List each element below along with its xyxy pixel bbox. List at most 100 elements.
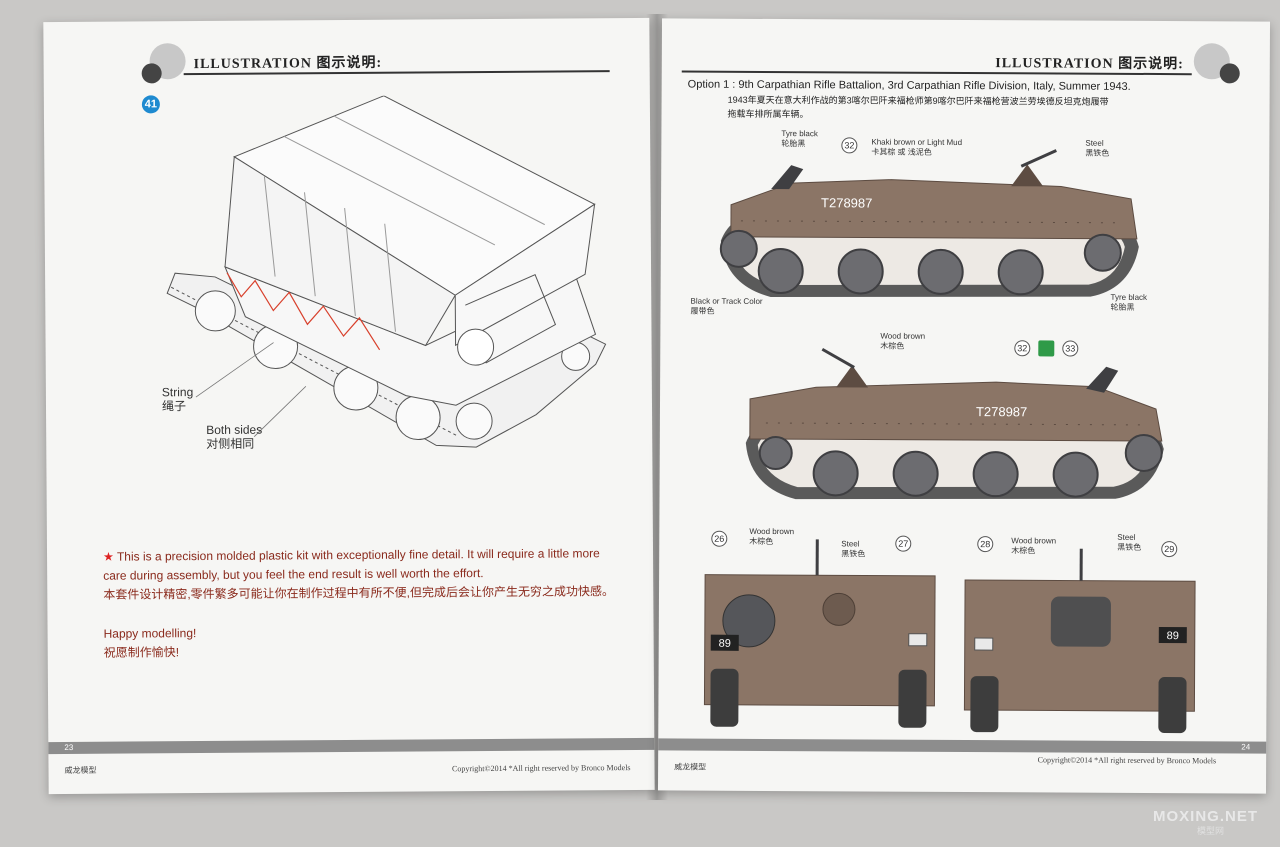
notes-en-text: This is a precision molded plastic kit w… bbox=[103, 546, 600, 583]
road-wheel bbox=[757, 248, 804, 295]
string-leader-line bbox=[195, 342, 274, 398]
road-wheel bbox=[395, 395, 441, 441]
string-label-cn: 绳子 bbox=[161, 399, 187, 414]
paint-label-rear-steel2: Steel 黑铁色 bbox=[1117, 533, 1141, 553]
assembly-notes: ★ This is a precision molded plastic kit… bbox=[103, 544, 624, 663]
right-tyre bbox=[898, 669, 927, 728]
footer-copyright: Copyright©2014 *All right reserved by Br… bbox=[452, 763, 631, 774]
rear-steel2-cn: 黑铁色 bbox=[1117, 542, 1142, 552]
gun-mount bbox=[836, 365, 869, 388]
interior-wheel bbox=[457, 328, 495, 366]
site-watermark: MOXING.NET bbox=[1152, 808, 1258, 825]
flag-decal bbox=[908, 633, 928, 647]
road-wheel bbox=[194, 290, 236, 332]
paint-label-wood: Wood brown 木棕色 bbox=[880, 332, 925, 352]
page-number: 24 bbox=[1241, 742, 1251, 752]
rear-wood2-cn: 木棕色 bbox=[1011, 546, 1036, 556]
radiator-grille bbox=[1050, 596, 1111, 647]
wood-en: Wood brown bbox=[880, 331, 926, 341]
callout-number: 26 bbox=[711, 530, 728, 547]
gun-barrel bbox=[821, 347, 855, 369]
page-header-title: ILLUSTRATION 图示说明: bbox=[193, 55, 383, 73]
site-watermark-sub: 模型网 bbox=[1196, 826, 1224, 836]
wood-cn: 木棕色 bbox=[880, 341, 905, 351]
callout-number: 27 bbox=[895, 535, 912, 552]
road-wheel bbox=[837, 248, 884, 295]
canopy-side bbox=[224, 155, 456, 347]
callout-number: 29 bbox=[1161, 541, 1178, 558]
decor-circle-dark bbox=[141, 63, 162, 84]
front-shield bbox=[771, 165, 804, 190]
road-wheel bbox=[892, 450, 939, 497]
vehicle-side-view-left: T278987 bbox=[719, 149, 1139, 297]
callout-number: 28 bbox=[977, 536, 994, 553]
hull-outline bbox=[224, 265, 597, 406]
polish-insignia-icon bbox=[1038, 340, 1055, 357]
tyre-black-bottom-en: Tyre black bbox=[1110, 292, 1148, 302]
road-wheel bbox=[812, 450, 859, 497]
gun-barrel bbox=[1020, 149, 1057, 168]
road-wheel bbox=[917, 248, 964, 295]
star-icon: ★ bbox=[102, 549, 114, 564]
road-wheel bbox=[1052, 451, 1099, 498]
footer-bar bbox=[658, 738, 1267, 754]
khaki-cn: 卡其棕 或 浅泥色 bbox=[871, 147, 932, 157]
plate-background bbox=[1158, 627, 1187, 644]
left-page: ILLUSTRATION 图示说明: 41 bbox=[43, 17, 655, 795]
paint-label-tyre-black-bottom: Tyre black 轮胎黑 bbox=[1110, 293, 1147, 313]
vehicle-rear-view-left: 89 bbox=[703, 539, 936, 728]
paint-label-rear-wood1: Wood brown 木棕色 bbox=[749, 527, 794, 547]
callout-number: 33 bbox=[1062, 340, 1079, 357]
paint-label-khaki: Khaki brown or Light Mud 卡其棕 或 浅泥色 bbox=[871, 138, 962, 158]
paint-label-tyre-black-top: Tyre black 轮胎黑 bbox=[781, 129, 818, 149]
footer-brand: 威龙模型 bbox=[674, 762, 707, 772]
paint-label-rear-steel1: Steel 黑铁色 bbox=[841, 539, 865, 559]
track-cn: 履带色 bbox=[690, 306, 715, 316]
rear-shield bbox=[1086, 366, 1119, 393]
steel-top-cn: 黑铁色 bbox=[1085, 148, 1110, 158]
idler-wheel bbox=[758, 436, 793, 471]
string-label: String 绳子 bbox=[162, 385, 194, 413]
rear-wood1-en: Wood brown bbox=[749, 526, 795, 537]
tyre-black-bottom-cn: 轮胎黑 bbox=[1110, 302, 1135, 312]
rear-wood1-cn: 木棕色 bbox=[749, 536, 774, 547]
vehicle-serial: T278987 bbox=[976, 404, 1027, 419]
rear-wood2-en: Wood brown bbox=[1011, 536, 1057, 546]
road-wheel bbox=[972, 451, 1019, 498]
front-frame bbox=[465, 274, 557, 364]
track-en: Black or Track Color bbox=[690, 296, 763, 306]
rear-steel1-cn: 黑铁色 bbox=[841, 549, 866, 559]
tyre-black-top-cn: 轮胎黑 bbox=[781, 139, 806, 149]
vehicle-side-view-right: T278987 bbox=[745, 347, 1164, 500]
drive-sprocket bbox=[1124, 433, 1163, 472]
both-sides-label-en: Both sides bbox=[206, 422, 263, 437]
right-page: ILLUSTRATION 图示说明: Option 1 : 9th Carpat… bbox=[657, 18, 1271, 794]
hull bbox=[730, 179, 1138, 240]
both-sides-leader-line bbox=[253, 386, 307, 437]
notes-cn: 本套件设计精密,零件繁多可能让你在制作过程中有所不便,但完成后会让你产生无穷之成… bbox=[103, 584, 615, 602]
gun-mount bbox=[1011, 164, 1044, 187]
khaki-en: Khaki brown or Light Mud bbox=[871, 137, 963, 147]
vehicle-rear-view-right: 89 bbox=[963, 548, 1196, 734]
road-wheel bbox=[997, 249, 1044, 296]
idler-wheel bbox=[1083, 233, 1122, 272]
footer-brand: 威龙模型 bbox=[64, 765, 97, 775]
string-label-en: String bbox=[161, 385, 194, 400]
option-title: Option 1 : 9th Carpathian Rifle Battalio… bbox=[687, 78, 1131, 93]
decor-circle-dark bbox=[1219, 63, 1240, 84]
vehicle-serial: T278987 bbox=[821, 195, 872, 210]
rear-steel1-en: Steel bbox=[841, 539, 860, 549]
string-lacing bbox=[226, 272, 381, 351]
canopy-seams bbox=[263, 115, 545, 332]
happy-modelling-cn: 祝愿制作愉快! bbox=[103, 645, 180, 660]
right-tyre bbox=[1158, 677, 1187, 734]
both-sides-label: Both sides 对侧相同 bbox=[206, 423, 262, 451]
front-plate-number: 89 bbox=[1167, 630, 1179, 642]
callout-number: 32 bbox=[841, 137, 858, 154]
both-sides-label-cn: 对侧相同 bbox=[206, 436, 255, 451]
callout-number: 32 bbox=[1014, 340, 1031, 357]
left-tyre bbox=[970, 676, 999, 733]
footer-copyright: Copyright©2014 *All right reserved by Br… bbox=[1037, 755, 1217, 766]
notes-en: ★ This is a precision molded plastic kit… bbox=[103, 544, 623, 586]
flag-decal bbox=[974, 637, 994, 651]
